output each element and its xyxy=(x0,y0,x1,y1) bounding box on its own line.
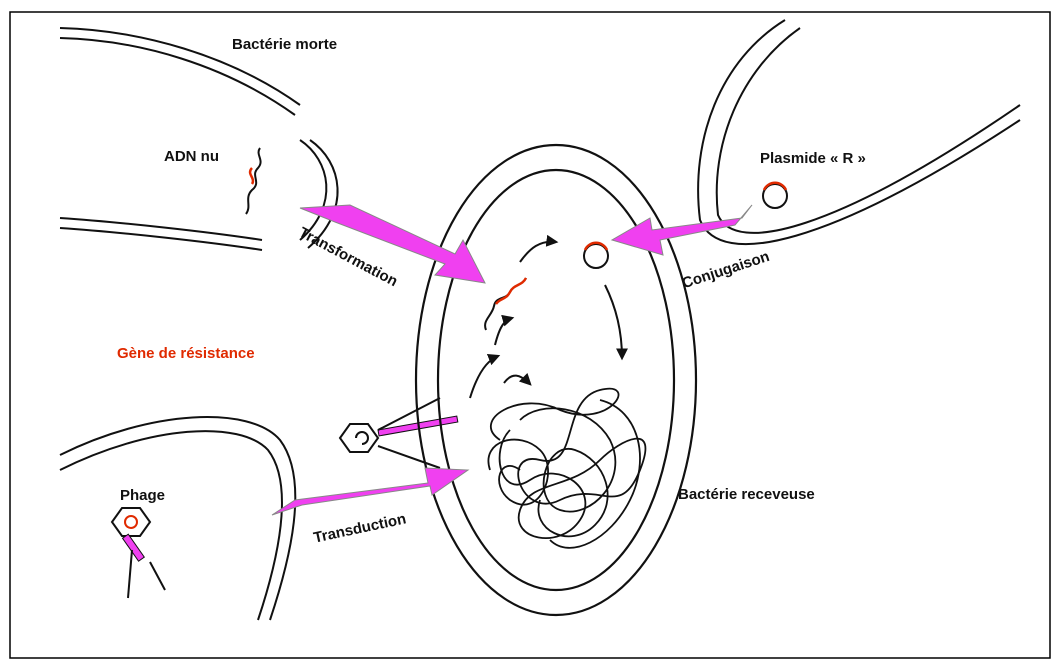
label-naked-dna: ADN nu xyxy=(164,148,219,165)
label-resistance-gene: Gène de résistance xyxy=(117,345,255,362)
phage-particle xyxy=(112,508,165,598)
dead-bacterium-membrane xyxy=(60,28,338,250)
conjugation-arrow xyxy=(612,205,752,255)
label-phage: Phage xyxy=(120,487,165,504)
label-dead-bacterium: Bactérie morte xyxy=(232,36,337,53)
donor-bacterium-membrane xyxy=(698,20,1020,244)
phage-host-bacterium-membrane xyxy=(60,417,295,620)
naked-dna-fragment xyxy=(246,148,261,214)
internal-arrows xyxy=(470,242,622,398)
label-plasmid: Plasmide « R » xyxy=(760,150,866,167)
figure-border xyxy=(10,12,1050,658)
plasmid-r-donor xyxy=(763,183,787,208)
label-recipient-bacterium: Bactérie receveuse xyxy=(678,486,815,503)
bacterial-chromosome xyxy=(488,389,645,548)
plasmid-r-recipient xyxy=(584,243,608,268)
